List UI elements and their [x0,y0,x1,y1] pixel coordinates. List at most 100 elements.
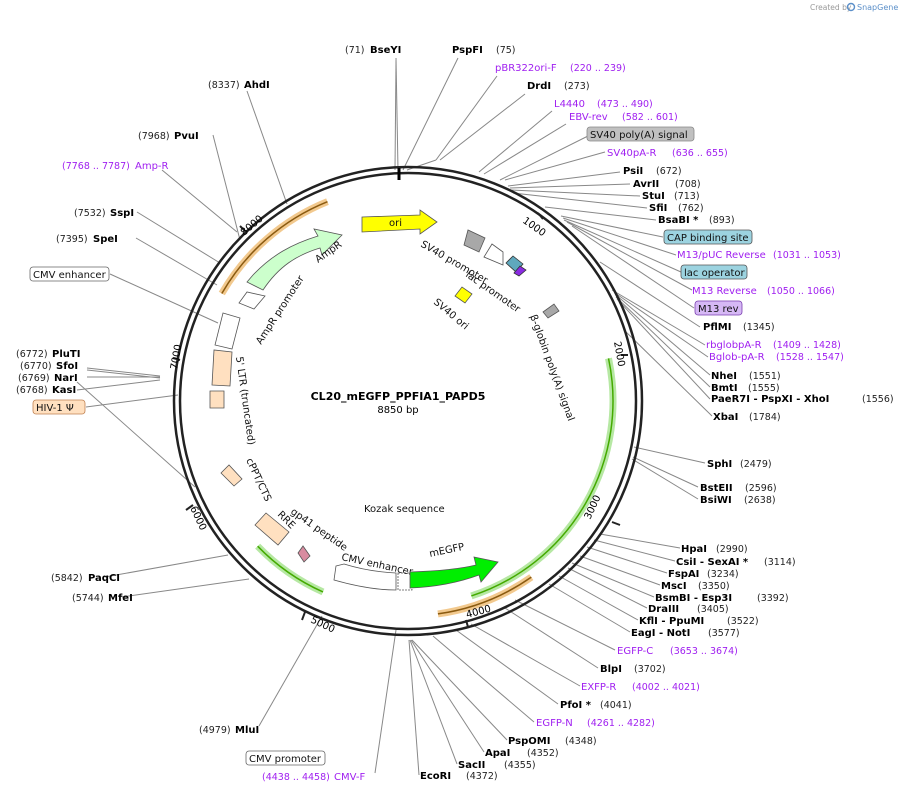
site-position: (2596) [745,483,777,494]
feature-gp41[interactable]: gp41 peptide [288,506,349,563]
site-position: (1555) [748,383,780,394]
restriction-site-label[interactable]: AhdI [244,80,270,91]
primer-label[interactable]: SV40pA-R [607,148,656,159]
primer-label[interactable]: EGFP-N [536,718,573,729]
feature-ori[interactable]: ori [361,209,438,235]
feature-sv40-promoter[interactable]: SV40 promoter [419,229,504,287]
restriction-site-label[interactable]: PflMI [703,322,731,333]
site-position: (3350) [698,581,730,592]
restriction-site-label[interactable]: PaeR7I - PspXI - XhoI [711,394,829,405]
restriction-site-label[interactable]: MscI [661,581,687,592]
primer-label[interactable]: L4440 [554,99,585,110]
site-position: (3405) [697,604,729,615]
site-position: (1551) [749,371,781,382]
primer-label[interactable]: CMV-F [334,772,365,783]
primer-label[interactable]: EBV-rev [569,112,608,123]
restriction-site-label[interactable]: PfoI * [560,700,592,711]
restriction-site-label[interactable]: KflI - PpuMI [639,616,704,627]
right-sites-upper: PsiI (672) AvrII (708) StuI (713) SfiI (… [623,166,894,423]
restriction-site-label[interactable]: CsiI - SexAI * [676,557,749,568]
feature-sv40-ori[interactable]: SV40 ori [431,286,473,332]
restriction-site-label[interactable]: NarI [54,373,78,384]
primer-label[interactable]: Bglob-pA-R [709,352,765,363]
primer-label[interactable]: M13/pUC Reverse [677,250,766,261]
sv40-polya-box[interactable]: SV40 poly(A) signal [590,130,688,141]
m13-rev-box[interactable]: M13 rev [698,304,739,315]
backbone-inner [178,171,638,631]
restriction-site-label[interactable]: SphI [707,459,732,470]
highlight-arcs [218,198,617,618]
restriction-site-label[interactable]: ApaI [485,748,510,759]
site-position: (708) [675,179,701,190]
site-position: (6769) [18,373,50,384]
restriction-site-label[interactable]: HpaI [681,544,707,555]
ori-label: ori [389,218,402,229]
restriction-site-label[interactable]: FspAI [668,569,699,580]
restriction-site-label[interactable]: BsiWI [700,495,732,506]
restriction-site-label[interactable]: StuI [642,191,665,202]
site-position: (4355) [504,760,536,771]
cppt-label: cPPT/CTS [243,457,273,504]
primer-range: (473 .. 490) [597,99,653,110]
feature-beta-globin-polya[interactable]: β-globin poly(A) signal [527,303,576,423]
feature-5ltr[interactable]: 5' LTR (truncated) [209,312,256,446]
cap-site-box[interactable]: CAP binding site [667,233,749,244]
restriction-site-label[interactable]: BmtI [711,383,738,394]
cmv-enhancer-box[interactable]: CMV enhancer [33,270,107,281]
restriction-site-label[interactable]: EcoRI [420,771,451,782]
site-position: (762) [678,203,704,214]
leader-lines [76,57,713,776]
restriction-site-label[interactable]: BsmBI - Esp3I [655,593,732,604]
restriction-site-label[interactable]: SfoI [56,361,78,372]
primer-label[interactable]: rbglobpA-R [706,340,762,351]
restriction-site-label[interactable]: SacII [458,760,485,771]
primer-label[interactable]: EXFP-R [581,682,616,693]
primer-label[interactable]: EGFP-C [617,646,653,657]
primer-label[interactable]: pBR322ori-F [495,63,557,74]
restriction-site-label[interactable]: PluTI [52,349,80,360]
tick-7000: 7000 [169,344,184,371]
restriction-site-label[interactable]: SfiI [649,203,667,214]
primer-label[interactable]: Amp-R [135,161,169,172]
restriction-site-label[interactable]: PspOMI [508,736,550,747]
restriction-site-label[interactable]: BstEII [700,483,733,494]
restriction-site-label[interactable]: DrdI [527,81,551,92]
restriction-site-label[interactable]: PspFI [452,45,483,56]
lac-operator-box[interactable]: lac operator [684,268,745,279]
restriction-site-label[interactable]: MluI [235,725,259,736]
top-sites: (71) BseYI PspFI (75) DrdI (273) [345,45,590,92]
primer-range: (1409 .. 1428) [773,340,841,351]
feature-lac-promoter[interactable]: lac promoter [463,255,527,316]
primer-range: (636 .. 655) [672,148,728,159]
restriction-site-label[interactable]: BseYI [370,45,401,56]
site-position: (6772) [16,349,48,360]
feature-ampr-promoter[interactable]: AmpR promoter [238,273,307,347]
restriction-site-label[interactable]: PsiI [623,166,643,177]
restriction-site-label[interactable]: EagI - NotI [631,628,690,639]
feature-cmv-enhancer-inner[interactable]: CMV enhancer [333,552,415,591]
hiv-psi-box[interactable]: HIV-1 Ψ [36,403,74,414]
restriction-site-label[interactable]: BlpI [600,664,622,675]
restriction-site-label[interactable]: SspI [110,208,134,219]
feature-cppt[interactable]: cPPT/CTS [220,457,273,504]
site-position: (71) [345,45,365,56]
restriction-site-label[interactable]: DraIII [648,604,679,615]
site-position: (3702) [634,664,666,675]
feature-megfp[interactable]: mEGFP [409,542,499,589]
gp41-label: gp41 peptide [288,506,349,553]
restriction-site-label[interactable]: KasI [52,385,76,396]
restriction-site-label[interactable]: NheI [711,371,737,382]
site-position: (6770) [20,361,52,372]
restriction-site-label[interactable]: SpeI [93,234,118,245]
site-position: (4041) [600,700,632,711]
plasmid-length: 8850 bp [377,405,418,416]
restriction-site-label[interactable]: PaqCI [88,573,120,584]
restriction-site-label[interactable]: MfeI [108,593,133,604]
primer-label[interactable]: M13 Reverse [692,286,757,297]
restriction-site-label[interactable]: BsaBI * [658,215,699,226]
restriction-site-label[interactable]: XbaI [713,412,738,423]
cmv-promoter-box[interactable]: CMV promoter [249,754,322,765]
site-position: (3234) [707,569,739,580]
restriction-site-label[interactable]: PvuI [174,131,199,142]
restriction-site-label[interactable]: AvrII [633,179,659,190]
